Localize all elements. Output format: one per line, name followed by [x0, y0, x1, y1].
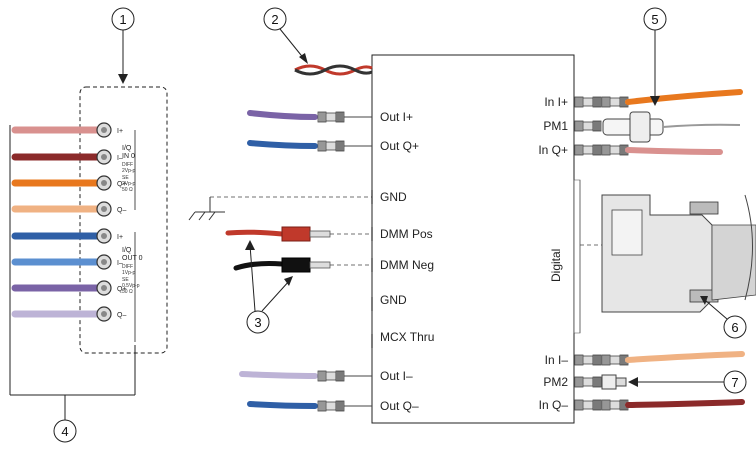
- iq-out-title: I/Q: [122, 247, 132, 254]
- dmm-neg-probe: [233, 257, 372, 273]
- device-body: [371, 54, 575, 424]
- panel-cables: [11, 122, 112, 322]
- out-q-minus-cable: [247, 400, 372, 412]
- port-out-q-minus: Out Q–: [380, 399, 419, 413]
- port-in-i-plus: In I+: [544, 95, 568, 109]
- callout-7: 7: [628, 370, 747, 394]
- out-ohm: 50 Ω: [122, 289, 133, 295]
- in-i-minus-cable: [574, 351, 745, 366]
- svg-text:5: 5: [651, 12, 658, 27]
- iq-panel-outline: [79, 86, 168, 354]
- out-se-v: 0.5Vp-p: [122, 283, 140, 289]
- callout-4: 4: [53, 419, 77, 443]
- port-dmm-pos: DMM Pos: [380, 227, 433, 241]
- in-ohm: 50 Ω: [122, 187, 133, 193]
- port-gnd-2: GND: [380, 293, 407, 307]
- svg-text:2: 2: [271, 12, 278, 27]
- out-q-plus-cable: [247, 140, 372, 152]
- digital-connector: [573, 179, 756, 334]
- svg-text:3: 3: [254, 315, 261, 330]
- port-out-q-plus: Out Q+: [380, 139, 419, 153]
- pin-label: I+: [117, 128, 123, 135]
- in-q-minus-cable: [574, 399, 745, 411]
- iq-in-title: I/Q: [122, 145, 132, 152]
- iq-in-subtitle: IN 0: [122, 153, 135, 160]
- port-gnd-1: GND: [380, 190, 407, 204]
- pm2-terminator: [574, 374, 627, 390]
- pm1-cable: [574, 111, 741, 143]
- pin-label: I+: [117, 234, 123, 241]
- out-diff: DIFF: [122, 264, 133, 270]
- dmm-pos-probe: [225, 226, 372, 242]
- callout-5: 5: [643, 7, 667, 106]
- port-out-i-minus: Out I–: [380, 369, 413, 383]
- out-i-plus-cable: [247, 110, 372, 123]
- iq-out-subtitle: OUT 0: [122, 255, 143, 262]
- svg-text:4: 4: [61, 424, 68, 439]
- in-i-plus-cable: [574, 89, 743, 108]
- callout-6: 6: [700, 296, 747, 339]
- port-in-q-minus: In Q–: [539, 398, 569, 412]
- svg-text:7: 7: [731, 375, 738, 390]
- pin-label: I–: [117, 155, 123, 162]
- callout-3: 3: [245, 240, 293, 334]
- port-out-i-plus: Out I+: [380, 110, 413, 124]
- out-i-minus-cable: [239, 370, 372, 382]
- port-dmm-neg: DMM Neg: [380, 258, 434, 272]
- out-se: SE: [122, 277, 129, 283]
- digital-label: Digital: [549, 249, 563, 282]
- in-se-v: 2Vp-p: [122, 181, 136, 187]
- ground-icon: [188, 197, 225, 221]
- svg-text:6: 6: [731, 320, 738, 335]
- pin-label: Q–: [117, 207, 126, 214]
- port-pm2: PM2: [543, 375, 568, 389]
- callout-2: 2: [263, 7, 308, 64]
- callout-1: 1: [111, 7, 135, 84]
- pin-label: Q+: [117, 181, 127, 188]
- pin-label: Q+: [117, 286, 127, 293]
- out-diff-v: 1Vp-p: [122, 270, 136, 276]
- port-in-q-plus: In Q+: [538, 143, 568, 157]
- in-se: SE: [122, 175, 129, 181]
- twisted-pair-cable: [294, 64, 373, 76]
- pin-label: I–: [117, 260, 123, 267]
- port-in-i-minus: In I–: [545, 353, 569, 367]
- pin-label: Q–: [117, 312, 126, 319]
- port-mcx-thru: MCX Thru: [380, 330, 434, 344]
- in-diff: DIFF: [122, 162, 133, 168]
- in-q-plus-cable: [574, 144, 723, 156]
- in-diff-v: 2Vp-p: [122, 168, 136, 174]
- svg-text:1: 1: [119, 12, 126, 27]
- port-pm1: PM1: [543, 119, 568, 133]
